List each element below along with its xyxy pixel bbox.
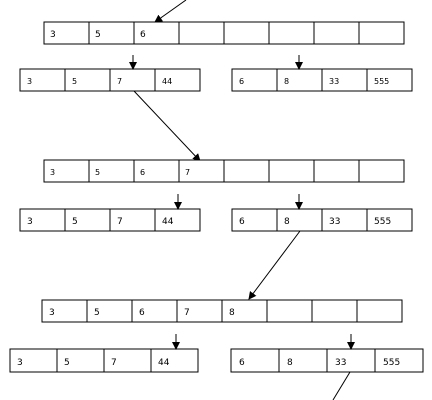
array-cell	[313, 159, 360, 183]
array-cell	[223, 21, 270, 45]
move-arrow	[248, 230, 301, 300]
stage-3: 3 5 6 7 8 3 5 7 44 6 8 33 555	[9, 299, 424, 400]
array-cell	[356, 299, 403, 323]
merged-array: 3 5 6 7 8	[41, 299, 403, 323]
cell-value: 7	[111, 358, 117, 368]
stage-1: 3 5 6 3 5 7 44 6 8 33 555	[19, 0, 413, 92]
insert-arrow	[154, 0, 187, 23]
array-cell	[313, 21, 360, 45]
cell-value: 6	[140, 30, 146, 40]
cell-value: 33	[335, 358, 346, 368]
cell-value: 6	[140, 168, 145, 177]
cell-value: 44	[162, 217, 174, 227]
stage-2: 3 5 6 7 3 5 7 44 6 8 33 555	[19, 159, 413, 232]
array-cell	[266, 299, 313, 323]
cell-value: 6	[239, 358, 245, 368]
cell-value: 5	[95, 168, 100, 177]
array-cell	[358, 21, 405, 45]
array-cell	[311, 299, 358, 323]
cell-value: 7	[185, 168, 190, 177]
merged-array: 3 5 6 7	[43, 159, 405, 183]
cell-value: 44	[158, 358, 170, 368]
cell-value: 8	[284, 77, 289, 86]
array-cell	[366, 68, 413, 92]
right-array: 6 8 33 555	[231, 68, 413, 92]
cell-value: 5	[72, 77, 77, 86]
cell-value: 8	[229, 308, 235, 318]
cell-value: 3	[49, 308, 55, 318]
right-array: 6 8 33 555	[230, 348, 424, 373]
array-cell	[268, 159, 315, 183]
array-cell	[223, 159, 270, 183]
cell-value: 6	[139, 308, 145, 318]
array-cell	[268, 21, 315, 45]
cell-value: 8	[284, 217, 290, 227]
left-array: 3 5 7 44	[19, 68, 201, 92]
cell-value: 3	[27, 77, 32, 86]
left-array: 3 5 7 44	[9, 348, 199, 373]
outgoing-arrow-line	[332, 371, 351, 400]
cell-value: 33	[329, 77, 339, 86]
cell-value: 555	[374, 217, 391, 227]
cell-value: 7	[184, 308, 190, 318]
cell-value: 7	[117, 217, 123, 227]
cell-value: 555	[383, 358, 400, 368]
cell-value: 8	[287, 358, 293, 368]
array-cell	[154, 68, 201, 92]
cell-value: 5	[64, 358, 70, 368]
cell-value: 3	[50, 30, 56, 40]
array-cell	[374, 348, 424, 373]
merged-array: 3 5 6	[43, 21, 405, 45]
right-array: 6 8 33 555	[231, 208, 413, 232]
cell-value: 6	[239, 77, 244, 86]
cell-value: 5	[95, 30, 101, 40]
cell-value: 3	[27, 217, 33, 227]
cell-value: 555	[374, 77, 389, 86]
array-cell	[358, 159, 405, 183]
cell-value: 3	[17, 358, 23, 368]
array-cell	[178, 21, 225, 45]
cell-value: 3	[50, 168, 55, 177]
cell-value: 5	[72, 217, 78, 227]
cell-value: 7	[117, 77, 122, 86]
move-arrow	[133, 90, 201, 162]
cell-value: 33	[329, 217, 340, 227]
cell-value: 6	[239, 217, 245, 227]
left-array: 3 5 7 44	[19, 208, 201, 232]
array-cell	[366, 208, 413, 232]
cell-value: 5	[94, 308, 100, 318]
cell-value: 44	[162, 77, 172, 86]
